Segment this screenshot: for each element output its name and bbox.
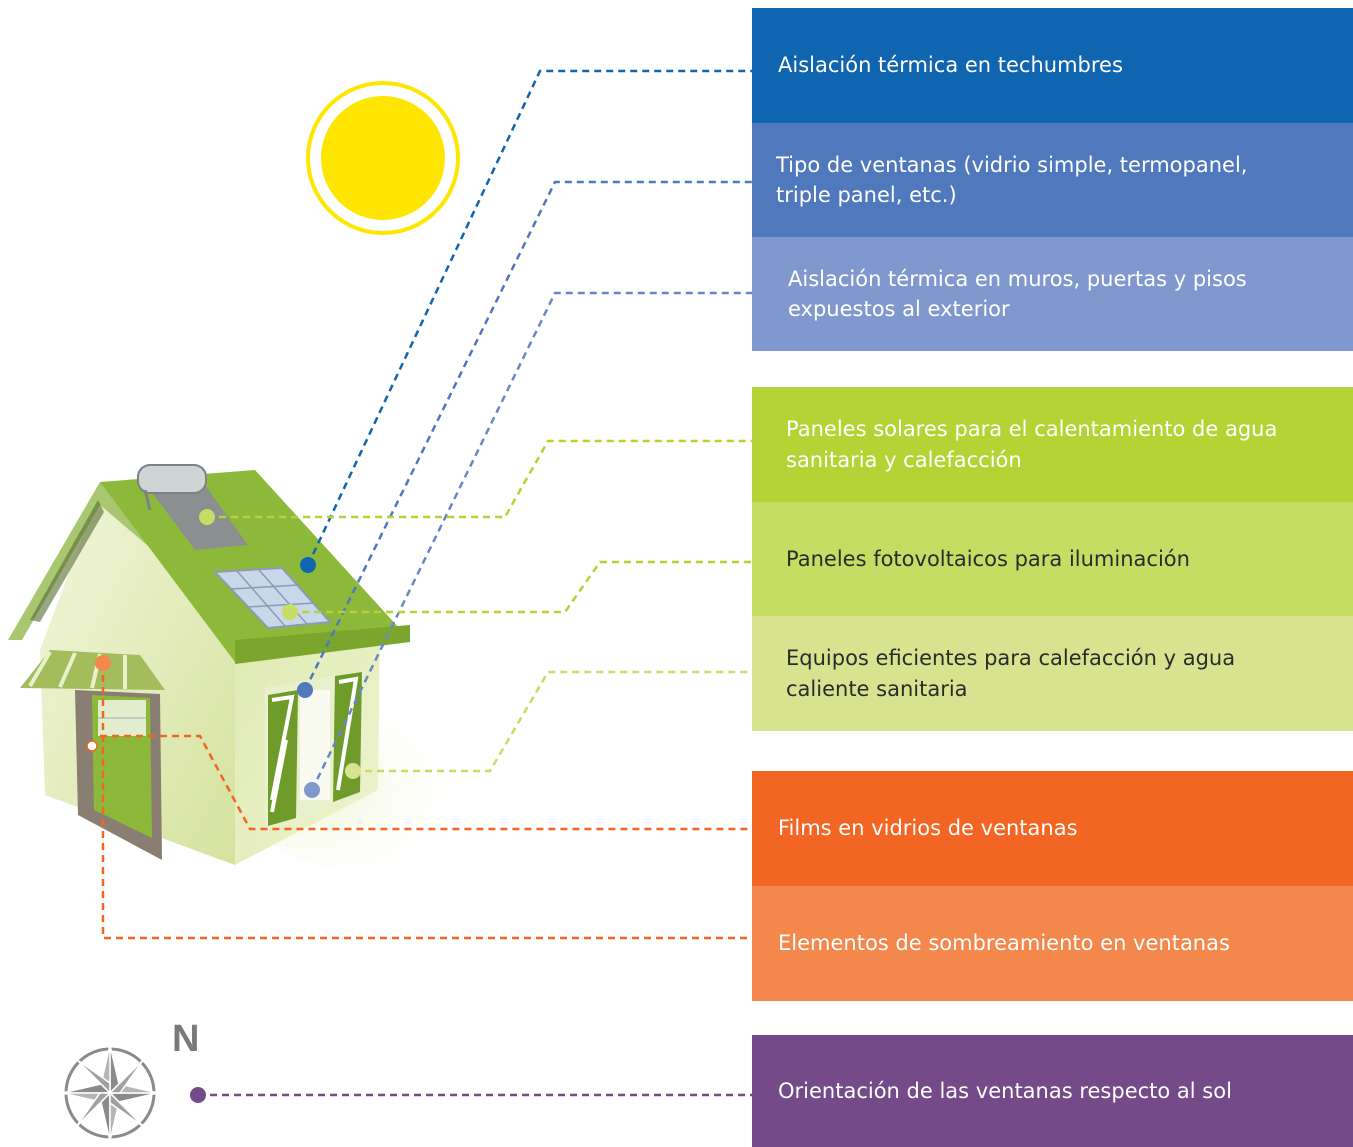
compass-rose-icon: [61, 1044, 159, 1142]
label-text: Orientación de las ventanas respecto al …: [778, 1078, 1232, 1103]
leader-line-roof-insulation: [306, 69, 752, 566]
label-heating-equipment: Equipos eficientes para calefacción y ag…: [752, 616, 1353, 731]
house-illustration: [8, 464, 480, 870]
label-text: Equipos eficientes para calefacción y ag…: [786, 646, 1236, 701]
sun-icon: [306, 81, 460, 235]
solar-water-heater-icon: [137, 464, 248, 550]
label-wall-insulation: Aislación térmica en muros, puertas y pi…: [752, 237, 1353, 351]
marker-photovoltaic: [282, 604, 298, 620]
label-roof-insulation: Aislación térmica en techumbres: [752, 8, 1353, 123]
leader-line-solar-panels: [207, 439, 752, 519]
label-text: Elementos de sombreamiento en ventanas: [778, 931, 1230, 956]
marker-wall-insulation: [304, 782, 320, 798]
marker-heating-equipment: [345, 763, 361, 779]
marker-roof-insulation: [300, 557, 316, 573]
marker-solar-panels: [199, 509, 215, 525]
marker-dots: [86, 509, 361, 1103]
label-photovoltaic: Paneles fotovoltaicos para iluminación: [752, 502, 1353, 616]
label-text: Aislación térmica en muros, puertas y pi…: [788, 266, 1247, 321]
label-text: Tipo de ventanas (vidrio simple, termopa…: [776, 152, 1248, 207]
compass-north-label: N: [172, 1018, 200, 1060]
label-orientation: Orientación de las ventanas respecto al …: [752, 1035, 1353, 1147]
label-text: Paneles fotovoltaicos para iluminación: [786, 546, 1190, 571]
label-text: Films en vidrios de ventanas: [778, 816, 1078, 841]
label-solar-panels: Paneles solares para el calentamiento de…: [752, 387, 1353, 502]
leader-line-heating-equipment: [353, 670, 752, 773]
door-icon: [75, 690, 162, 860]
leader-line-windows-type: [303, 180, 752, 691]
marker-shading: [95, 655, 111, 671]
marker-window-films: [86, 740, 98, 752]
label-windows-type: Tipo de ventanas (vidrio simple, termopa…: [752, 123, 1353, 237]
leader-line-window-films: [100, 734, 752, 831]
label-shading: Elementos de sombreamiento en ventanas: [752, 886, 1353, 1001]
leader-line-photovoltaic: [290, 560, 752, 614]
label-window-films: Films en vidrios de ventanas: [752, 771, 1353, 886]
leader-line-wall-insulation: [310, 291, 752, 791]
marker-orientation: [190, 1087, 206, 1103]
photovoltaic-panel-icon: [212, 566, 333, 630]
label-text: Paneles solares para el calentamiento de…: [786, 417, 1278, 472]
label-text: Aislación térmica en techumbres: [778, 53, 1123, 78]
leader-lines: [100, 69, 752, 1097]
marker-windows-type: [297, 682, 313, 698]
